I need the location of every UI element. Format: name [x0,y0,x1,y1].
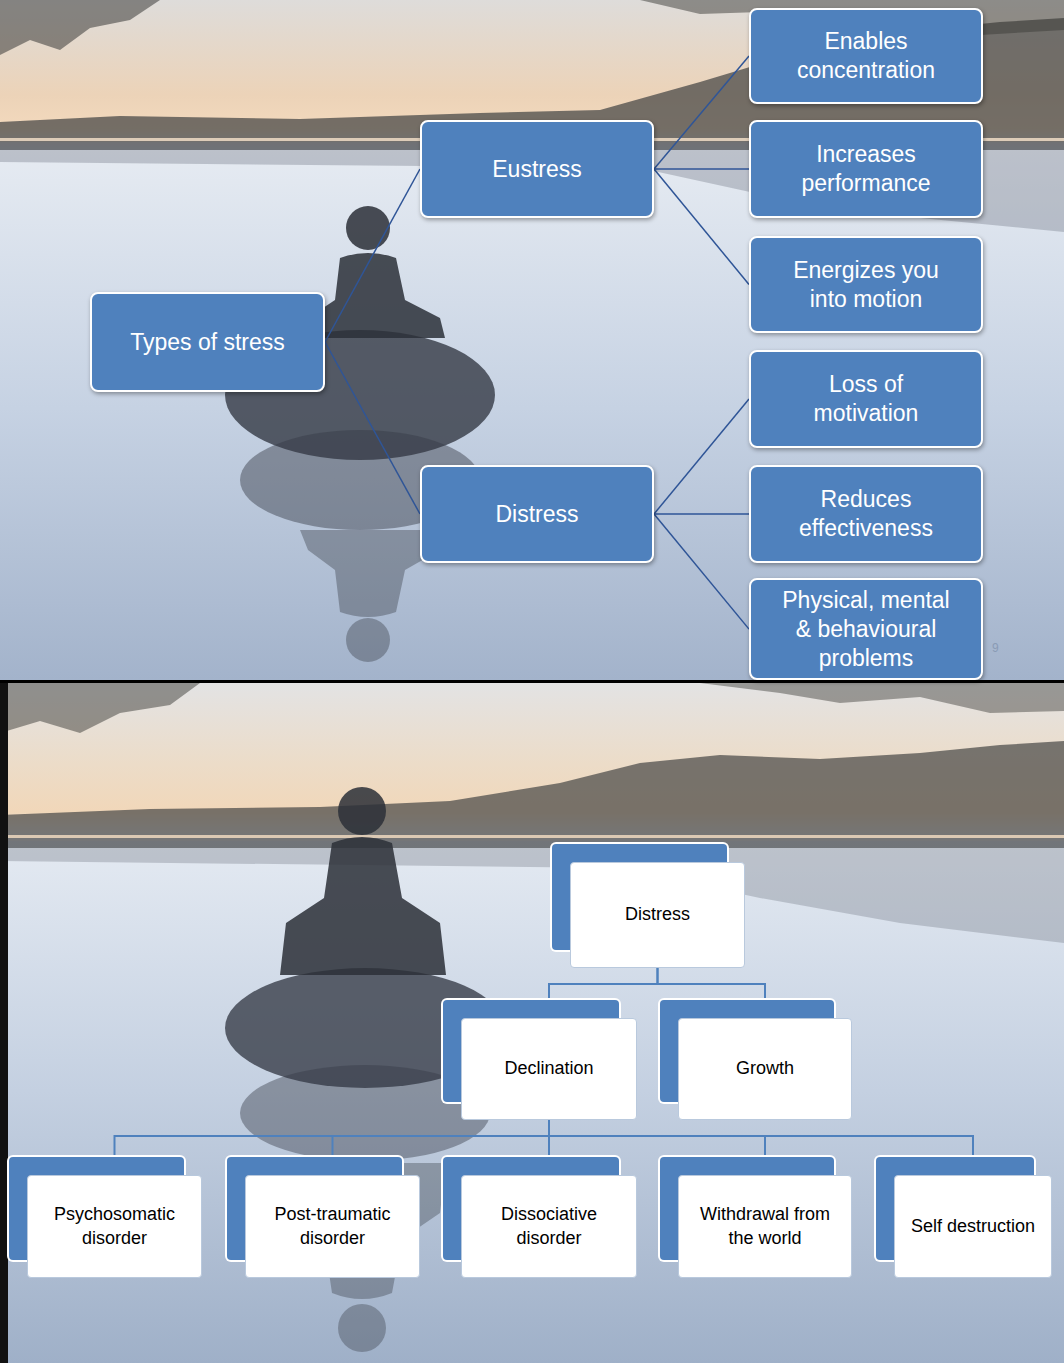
box-text: Increases performance [777,140,955,198]
treeline [0,741,1064,848]
stress-card: Psychosomatic disorder [27,1175,202,1278]
slide-edge [0,683,8,1363]
box-text: Loss of motivation [777,370,955,428]
stress-card: Distress [570,862,745,968]
top-slide-photo [0,0,1064,680]
connector-line [549,1120,973,1175]
bottom-slide-photo [0,683,1064,1363]
box-text: Enables concentration [777,27,955,85]
connector-line [654,513,749,515]
stress-box: Eustress [420,120,654,218]
box-text: Distress [495,500,578,529]
slide-separator [0,680,1064,683]
box-text: Psychosomatic disorder [36,1203,193,1250]
box-text: Growth [736,1057,794,1080]
connector-line [654,514,749,629]
connector-line [549,968,658,1018]
stress-box: Types of stress [90,292,325,392]
box-text: Reduces effectiveness [777,485,955,543]
stress-box: Physical, mental & behavioural problems [749,578,983,680]
tree-reflection [0,841,1064,943]
connector-line [654,169,749,285]
stress-card: Self destruction [894,1175,1052,1278]
stress-card: Growth [678,1018,852,1120]
connector-line [549,1120,765,1175]
rock-reflection [240,1065,490,1161]
connector-line [325,342,420,514]
branches [700,683,1064,713]
box-text: Declination [504,1057,593,1080]
connector-line [115,1120,550,1175]
box-text: Eustress [492,155,581,184]
connector-line [654,56,749,169]
box-text: Distress [625,903,690,926]
box-text: Self destruction [911,1215,1035,1238]
sky-water [0,683,1064,1363]
slide-number: 9 [992,641,999,655]
branches [0,683,200,733]
stress-card: Declination [461,1018,637,1120]
connector-line [654,399,749,514]
connector-line [325,169,420,342]
box-text: Dissociative disorder [470,1203,628,1250]
box-text: Types of stress [130,328,285,357]
stress-box: Increases performance [749,120,983,218]
connector-line [548,1120,550,1175]
stress-box: Distress [420,465,654,563]
stress-box: Enables concentration [749,8,983,104]
box-text: Post-traumatic disorder [254,1203,411,1250]
meditating-figure [280,787,446,975]
box-text: Energizes you into motion [777,256,955,314]
sky-water [0,0,1064,680]
box-text: Withdrawal from the world [687,1203,843,1250]
stress-card: Post-traumatic disorder [245,1175,420,1278]
stress-box: Reduces effectiveness [749,465,983,563]
connector-line [658,968,766,1018]
stress-box: Loss of motivation [749,350,983,448]
stress-card: Dissociative disorder [461,1175,637,1278]
connector-line [333,1120,550,1175]
stress-box: Energizes you into motion [749,236,983,333]
connector-line [654,168,749,170]
box-text: Physical, mental & behavioural problems [777,586,955,672]
branches [0,0,160,55]
stress-card: Withdrawal from the world [678,1175,852,1278]
